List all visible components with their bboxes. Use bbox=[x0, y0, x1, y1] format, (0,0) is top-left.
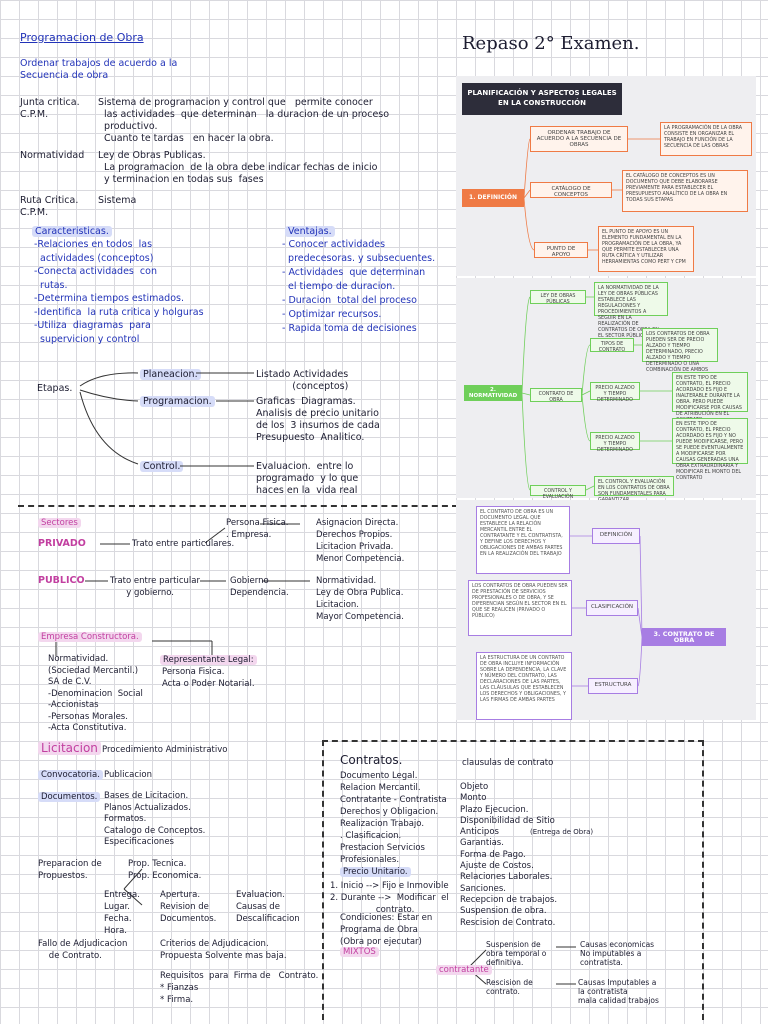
caracteristicas-title: Caracteristicas. bbox=[32, 226, 112, 238]
def-term-normatividad: Normatividad bbox=[20, 150, 85, 161]
mm-estructura-text: LA ESTRUCTURA DE UN CONTRATO DE OBRA INC… bbox=[476, 652, 572, 720]
empresa-normatividad: Normatividad. (Sociedad Mercantil.) SA d… bbox=[48, 654, 143, 733]
publicacion: Publicacion bbox=[104, 770, 152, 780]
mm-control-evaluacion: CONTROL Y EVALUACIÓN bbox=[530, 485, 586, 500]
mm-precio-alzado-2: PRECIO ALZADO Y TIEMPO DETERMINADO bbox=[590, 432, 640, 453]
empresa-title: Empresa Constructora. bbox=[38, 631, 142, 643]
contratos-box-left bbox=[322, 740, 324, 1020]
mm-tipos-contrato: TIPOS DE CONTRATO bbox=[590, 338, 634, 353]
sectores-title: Sectores bbox=[38, 517, 81, 529]
mm-definicion-3-text: EL CONTRATO DE OBRA ES UN DOCUMENTO LEGA… bbox=[476, 506, 570, 574]
requisitos: Requisitos para Firma de Contrato. * Fia… bbox=[160, 971, 319, 1005]
def-term-cpm: Junta critica. C.P.M. bbox=[20, 97, 80, 120]
mm-contrato-obra: CONTRATO DE OBRA bbox=[530, 388, 582, 403]
etapa-planeacion-desc: Listado Actividades (conceptos) bbox=[256, 369, 349, 392]
def-text-ruta: Sistema bbox=[98, 195, 137, 206]
criterios: Criterios de Adjudicacion. Propuesta Sol… bbox=[160, 939, 287, 961]
licitacion-title: Licitacion bbox=[38, 741, 101, 755]
mm-contrato-obra-3: 3. CONTRATO DE OBRA bbox=[642, 628, 726, 646]
subtitle-line-2: Secuencia de obra bbox=[20, 70, 109, 81]
persona-fisica: Persona Fisica. . Empresa. bbox=[226, 518, 289, 540]
etapa-programacion: Programacion. bbox=[140, 396, 215, 408]
subtitle-line-1: Ordenar trabajos de acuerdo a la bbox=[20, 58, 178, 69]
contratos-box-right bbox=[702, 740, 704, 1020]
publico-trato: Trato entre particular y gobierno. bbox=[110, 576, 200, 598]
precio-inicio: 1. Inicio --> Fijo e Inmovible bbox=[330, 881, 449, 891]
prop-list: Prop. Tecnica. Prop. Economica. bbox=[128, 859, 202, 881]
def-text-normatividad: Ley de Obras Publicas. La programacion d… bbox=[98, 150, 378, 185]
ventajas-title: Ventajas. bbox=[285, 226, 335, 238]
mm-clasificacion-text: LOS CONTRATOS DE OBRA PUEDEN SER DE PRES… bbox=[468, 580, 572, 636]
etapa-programacion-desc: Graficas Diagramas. Analisis de precio u… bbox=[256, 396, 380, 443]
mm-estructura: ESTRUCTURA bbox=[588, 678, 638, 694]
caracteristicas-list: -Relaciones en todos las actividades (co… bbox=[34, 239, 204, 345]
privado-trato: Trato entre particulares. bbox=[132, 539, 235, 549]
mm-punto-apoyo-text: EL PUNTO DE APOYO ES UN ELEMENTO FUNDAME… bbox=[598, 226, 694, 272]
contratos-box-top bbox=[322, 740, 704, 742]
etapa-planeacion: Planeacion. bbox=[140, 369, 201, 381]
mixtos: MIXTOS bbox=[340, 946, 379, 958]
gobierno: Gobierno Dependencia. bbox=[230, 576, 289, 598]
mm-tipos-contrato-text: LOS CONTRATOS DE OBRA PUEDEN SER DE PREC… bbox=[642, 328, 718, 373]
etapa-control-desc: Evaluacion. entre lo programado y lo que… bbox=[256, 461, 359, 496]
sector-privado: PRIVADO bbox=[38, 538, 86, 549]
precio-durante: 2. Durante --> Modificar el contrato. bbox=[330, 893, 449, 915]
contratos-list: Documento Legal. Relacion Mercantil. Con… bbox=[340, 771, 447, 865]
exam-title: Repaso 2° Examen. bbox=[462, 33, 640, 54]
ventajas-list: - Conocer actividades predecesoras. y su… bbox=[282, 239, 436, 334]
mm-clasificacion: CLASIFICACIÓN bbox=[586, 600, 638, 616]
contratante: contratante bbox=[436, 964, 492, 976]
mm-ordenar-text: LA PROGRAMACIÓN DE LA OBRA CONSISTE EN O… bbox=[660, 122, 752, 156]
clausulas-title: clausulas de contrato bbox=[462, 758, 554, 768]
licitacion-subtitle: Procedimiento Administrativo bbox=[102, 745, 228, 755]
documentos-list: Bases de Licitacion. Planos Actualizados… bbox=[104, 791, 206, 847]
page-title: Programacion de Obra bbox=[20, 31, 144, 44]
etapas-label: Etapas. bbox=[37, 383, 73, 394]
entrega-anticipo: (Entrega de Obra) bbox=[530, 828, 594, 836]
mindmap-title: PLANIFICACIÓN Y ASPECTOS LEGALES EN LA C… bbox=[462, 83, 622, 115]
mm-normatividad: 2. NORMATIVIDAD bbox=[464, 385, 522, 401]
mm-definicion-3: DEFINICIÓN bbox=[592, 528, 640, 544]
normatividad-list: Normatividad. Ley de Obra Publica. Licit… bbox=[316, 576, 404, 622]
suspension-causas: Causas economicas No imputables a contra… bbox=[580, 940, 655, 967]
mm-catalogo: CATÁLOGO DE CONCEPTOS bbox=[530, 182, 612, 198]
rescision: Rescision de contrato. bbox=[486, 978, 533, 996]
evaluacion: Evaluacion. Causas de Descalificacion bbox=[236, 890, 300, 924]
def-term-ruta: Ruta Critica. C.P.M. bbox=[20, 195, 79, 218]
representante-title: Representante Legal: bbox=[160, 654, 257, 666]
apertura: Apertura. Revision de Documentos. bbox=[160, 890, 217, 924]
clausulas-list: Objeto Monto Plazo Ejecucion. Disponibil… bbox=[460, 782, 558, 928]
mm-ley-obras: LEY DE OBRAS PÚBLICAS bbox=[530, 290, 586, 305]
mm-control-evaluacion-text: EL CONTROL Y EVALUACIÓN EN LOS CONTRATOS… bbox=[594, 476, 674, 503]
asignacion-list: Asignacion Directa. Derechos Propios. Li… bbox=[316, 518, 405, 564]
convocatoria: Convocatoria. bbox=[38, 769, 103, 781]
entrega: Entrega. Lugar. Fecha. Hora. bbox=[104, 890, 140, 936]
mm-precio-alzado-1: PRECIO ALZADO Y TIEMPO DETERMINADO bbox=[590, 382, 640, 403]
etapa-control: Control. bbox=[140, 461, 184, 473]
mm-ordenar: ORDENAR TRABAJO DE ACUERDO A LA SECUENCI… bbox=[530, 126, 628, 152]
fallo: Fallo de Adjudicacion de Contrato. bbox=[38, 939, 128, 961]
precio-unitario: Precio Unitario. bbox=[340, 866, 411, 878]
mm-precio-alzado-2-text: EN ESTE TIPO DE CONTRATO, EL PRECIO ACOR… bbox=[672, 418, 748, 481]
condiciones: Condiciones: Estar en Programa de Obra (… bbox=[340, 913, 433, 947]
preparacion: Preparacion de Propuestos. bbox=[38, 859, 102, 881]
divider-top bbox=[18, 505, 458, 507]
mm-punto-apoyo: PUNTO DE APOYO bbox=[534, 242, 588, 258]
contratos-title: Contratos. bbox=[340, 753, 403, 767]
sector-publico: PUBLICO bbox=[38, 575, 85, 586]
representante-desc: Persona Fisica. Acta o Poder Notarial. bbox=[162, 667, 255, 689]
suspension: Suspension de obra temporal o definitiva… bbox=[486, 940, 547, 967]
mm-definicion: 1. DEFINICIÓN bbox=[462, 189, 524, 207]
documentos: Documentos. bbox=[38, 791, 101, 803]
rescision-causas: Causas Imputables a la contratista mala … bbox=[578, 978, 659, 1005]
mm-ley-obras-text: LA NORMATIVIDAD DE LA LEY DE OBRAS PÚBLI… bbox=[594, 282, 668, 339]
mm-catalogo-text: EL CATÁLOGO DE CONCEPTOS ES UN DOCUMENTO… bbox=[622, 170, 748, 212]
def-text-cpm: Sistema de programacion y control que pe… bbox=[98, 97, 390, 144]
